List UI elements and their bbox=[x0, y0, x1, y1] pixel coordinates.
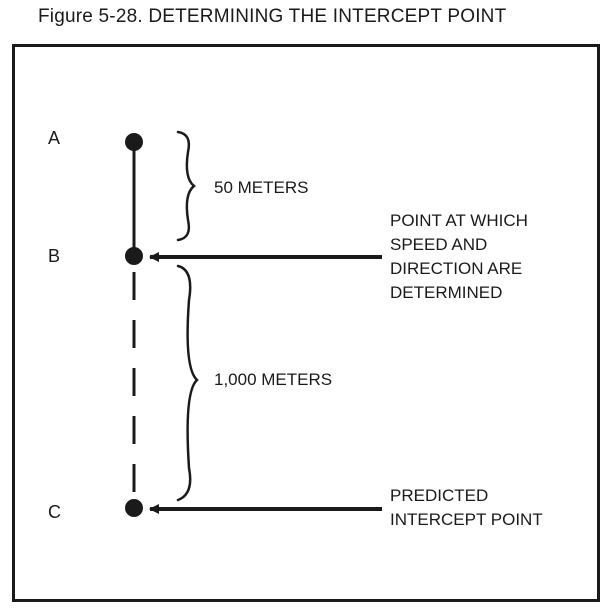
callout-b-line-3: DIRECTION ARE bbox=[390, 259, 523, 278]
callout-c-line-1: PREDICTED bbox=[390, 486, 489, 505]
callout-b-line-4: DETERMINED bbox=[390, 283, 503, 302]
callout-b-line-2: SPEED AND bbox=[390, 235, 488, 254]
callout-c-line-2: INTERCEPT POINT bbox=[390, 510, 543, 529]
diagram-frame bbox=[12, 44, 600, 602]
distance-a-b-label: 50 METERS bbox=[214, 178, 309, 197]
point-b-dot bbox=[125, 247, 143, 265]
callout-point-b: POINT AT WHICH SPEED AND DIRECTION ARE D… bbox=[390, 209, 580, 305]
brace-50-meters bbox=[176, 130, 196, 242]
distance-b-c-label: 1,000 METERS bbox=[214, 370, 333, 389]
callout-point-c: PREDICTED INTERCEPT POINT bbox=[390, 484, 580, 532]
callout-b-line-1: POINT AT WHICH bbox=[390, 211, 528, 230]
point-a-label: A bbox=[48, 128, 61, 148]
figure-title: Figure 5-28. DETERMINING THE INTERCEPT P… bbox=[38, 6, 507, 27]
brace-1000-meters bbox=[176, 264, 199, 502]
point-b-label: B bbox=[48, 246, 61, 266]
point-a-dot bbox=[125, 133, 143, 151]
point-c-dot bbox=[125, 499, 143, 517]
point-c-label: C bbox=[48, 502, 61, 522]
